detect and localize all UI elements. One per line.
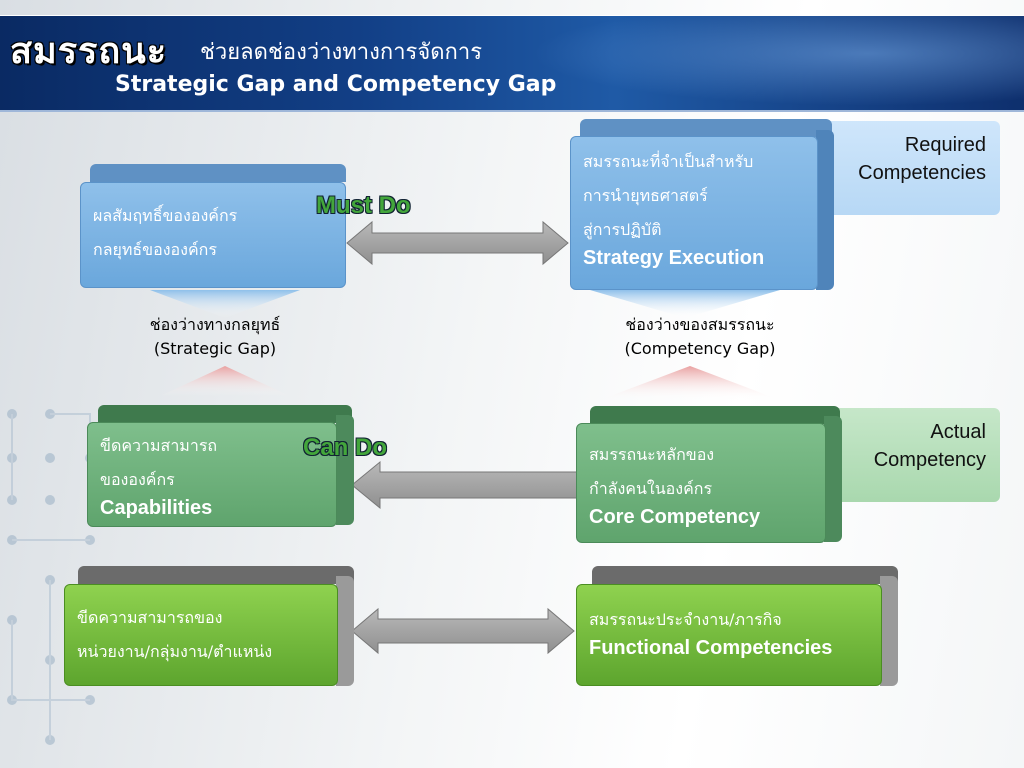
core-english: Core Competency (589, 506, 761, 528)
required-panel-line1: Required (904, 134, 986, 156)
left-arrow-middle (351, 460, 579, 510)
functional-competencies-box: สมรรถนะประจำงาน/ภารกิจ Functional Compet… (576, 584, 882, 686)
required-competencies-box: สมรรถนะที่จำเป็นสำหรับ การนำยุทธศาสตร์ ส… (570, 136, 818, 290)
org-results-line1: ผลสัมฤทธิ์ขององค์กร (93, 206, 238, 225)
competency-gap-up-triangle (600, 366, 780, 400)
capabilities-line2: ขององค์กร (100, 470, 175, 489)
core-box-top-face (590, 406, 840, 424)
required-box-side-face (816, 130, 834, 290)
required-panel-line2: Competencies (858, 162, 986, 184)
competency-gap-down-triangle (590, 290, 780, 318)
capabilities-box-side-face (336, 415, 354, 525)
actual-competency-panel: Actual Competency (825, 408, 1000, 502)
required-english: Strategy Execution (583, 247, 765, 269)
unit-box-side-face (336, 576, 354, 686)
org-results-line2: กลยุทธ์ขององค์กร (93, 240, 217, 259)
strategic-gap-english: (Strategic Gap) (153, 339, 277, 358)
strategic-gap-label: ช่องว่างทางกลยุทธ์ (Strategic Gap) (100, 313, 330, 361)
unit-line2: หน่วยงาน/กลุ่มงาน/ตำแหน่ง (77, 642, 273, 661)
competency-gap-english: (Competency Gap) (624, 339, 776, 358)
strategic-gap-down-triangle (150, 290, 300, 318)
unit-capabilities-box: ขีดความสามารถของ หน่วยงาน/กลุ่มงาน/ตำแหน… (64, 584, 338, 686)
required-line2: การนำยุทธศาสตร์ (583, 186, 708, 205)
can-do-tag: Can Do (303, 434, 387, 461)
org-results-box: ผลสัมฤทธิ์ขององค์กร กลยุทธ์ขององค์กร (80, 182, 346, 288)
unit-box-top-face (78, 566, 354, 584)
competency-gap-label: ช่องว่างของสมรรถนะ (Competency Gap) (585, 313, 815, 361)
functional-box-top-face (592, 566, 898, 584)
competency-gap-thai: ช่องว่างของสมรรถนะ (625, 315, 775, 334)
actual-panel-line2: Competency (873, 449, 986, 471)
core-line2: กำลังคนในองค์กร (589, 479, 713, 498)
required-line3: สู่การปฏิบัติ (583, 220, 662, 239)
required-box-top-face (580, 119, 832, 137)
capabilities-line1: ขีดความสามารถ (100, 436, 218, 455)
required-line1: สมรรถนะที่จำเป็นสำหรับ (583, 152, 754, 171)
functional-line1: สมรรถนะประจำงาน/ภารกิจ (589, 610, 782, 629)
core-competency-box: สมรรถนะหลักของ กำลังคนในองค์กร Core Comp… (576, 423, 826, 543)
capabilities-box-top-face (98, 405, 352, 423)
core-box-side-face (824, 416, 842, 542)
strategic-gap-up-triangle (160, 366, 290, 396)
capabilities-box: ขีดความสามารถ ขององค์กร Capabilities (87, 422, 337, 527)
required-competencies-panel: Required Competencies (812, 121, 1000, 215)
page-title: สมรรถนะ (10, 31, 168, 72)
strategic-gap-thai: ช่องว่างทางกลยุทธ์ (149, 315, 281, 334)
must-do-tag: Must Do (316, 192, 411, 219)
decorative-dots (7, 409, 95, 745)
header-glow (504, 16, 1024, 110)
functional-english: Functional Competencies (589, 637, 833, 659)
org-results-box-top-face (90, 164, 346, 182)
page-subtitle: ช่วยลดช่องว่างทางการจัดการ (200, 40, 483, 65)
functional-box-side-face (880, 576, 898, 686)
header-banner: สมรรถนะ ช่วยลดช่องว่างทางการจัดการ Strat… (0, 15, 1024, 112)
unit-line1: ขีดความสามารถของ (77, 608, 223, 627)
actual-panel-line1: Actual (930, 421, 986, 443)
capabilities-english: Capabilities (100, 497, 213, 519)
double-arrow-bottom (351, 607, 575, 655)
page-title-english: Strategic Gap and Competency Gap (115, 72, 557, 97)
core-line1: สมรรถนะหลักของ (589, 445, 715, 464)
double-arrow-top (346, 220, 569, 266)
